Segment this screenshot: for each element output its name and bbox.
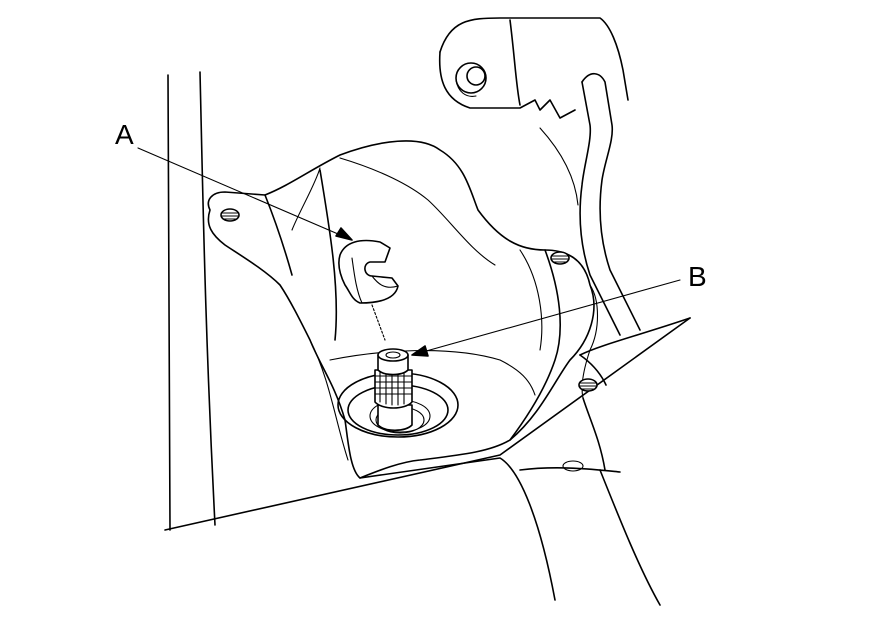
mounting-bolt-right-upper	[550, 251, 570, 265]
floor-panel	[164, 317, 691, 606]
retaining-clip	[338, 239, 399, 304]
mounting-bolt-right-lower	[578, 378, 598, 392]
upper-bracket	[438, 17, 629, 119]
steering-housing	[207, 127, 691, 479]
left-panel-edge	[167, 71, 216, 531]
mounting-bolt-left	[220, 208, 240, 222]
pipe-tube	[579, 72, 641, 336]
callout-label-b: B	[688, 261, 707, 292]
steering-shaft	[374, 348, 413, 432]
callout-label-a: A	[115, 119, 134, 150]
callout-leaders	[137, 147, 681, 357]
